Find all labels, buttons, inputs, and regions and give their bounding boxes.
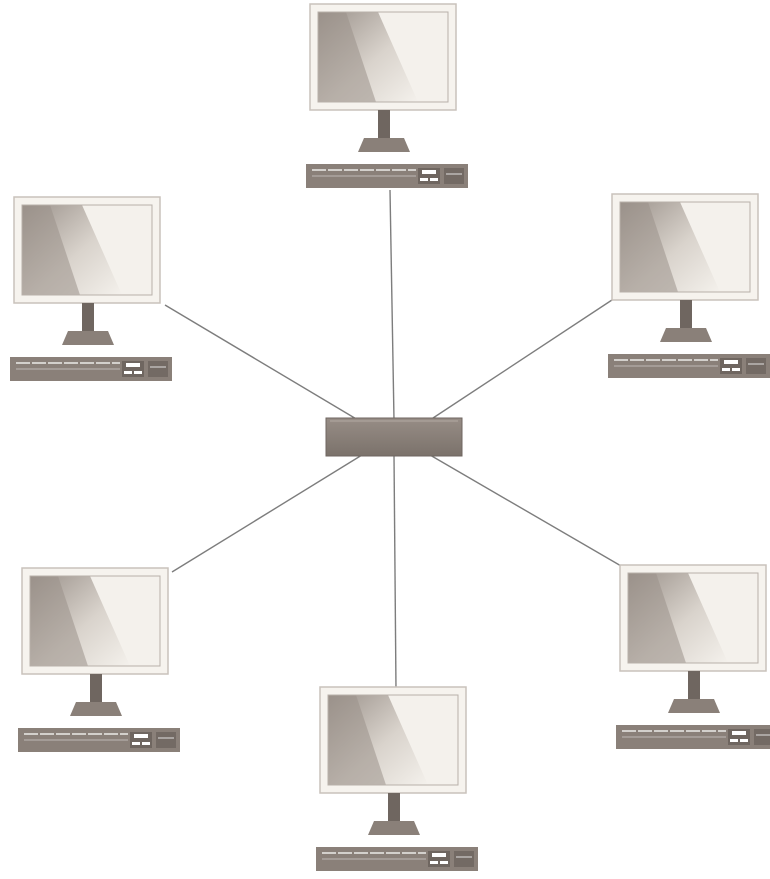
- computer-icon: [306, 4, 468, 188]
- cable-lower-left: [172, 455, 362, 572]
- computer-upper-left: [10, 197, 172, 381]
- computer-bottom: [316, 687, 478, 871]
- computer-icon: [316, 687, 478, 871]
- cable-upper-right: [430, 298, 615, 420]
- computer-top: [306, 4, 468, 188]
- cable-top: [390, 190, 394, 420]
- cable-lower-right: [430, 455, 628, 570]
- computer-icon: [616, 565, 770, 749]
- computer-lower-right: [616, 565, 770, 749]
- computer-icon: [608, 194, 770, 378]
- cable-upper-left: [165, 305, 358, 420]
- computer-lower-left: [18, 568, 180, 752]
- computer-upper-right: [608, 194, 770, 378]
- computer-icon: [18, 568, 180, 752]
- hub-icon: [326, 418, 462, 456]
- central-hub: [326, 418, 462, 456]
- computer-icon: [10, 197, 172, 381]
- cable-bottom: [394, 455, 396, 690]
